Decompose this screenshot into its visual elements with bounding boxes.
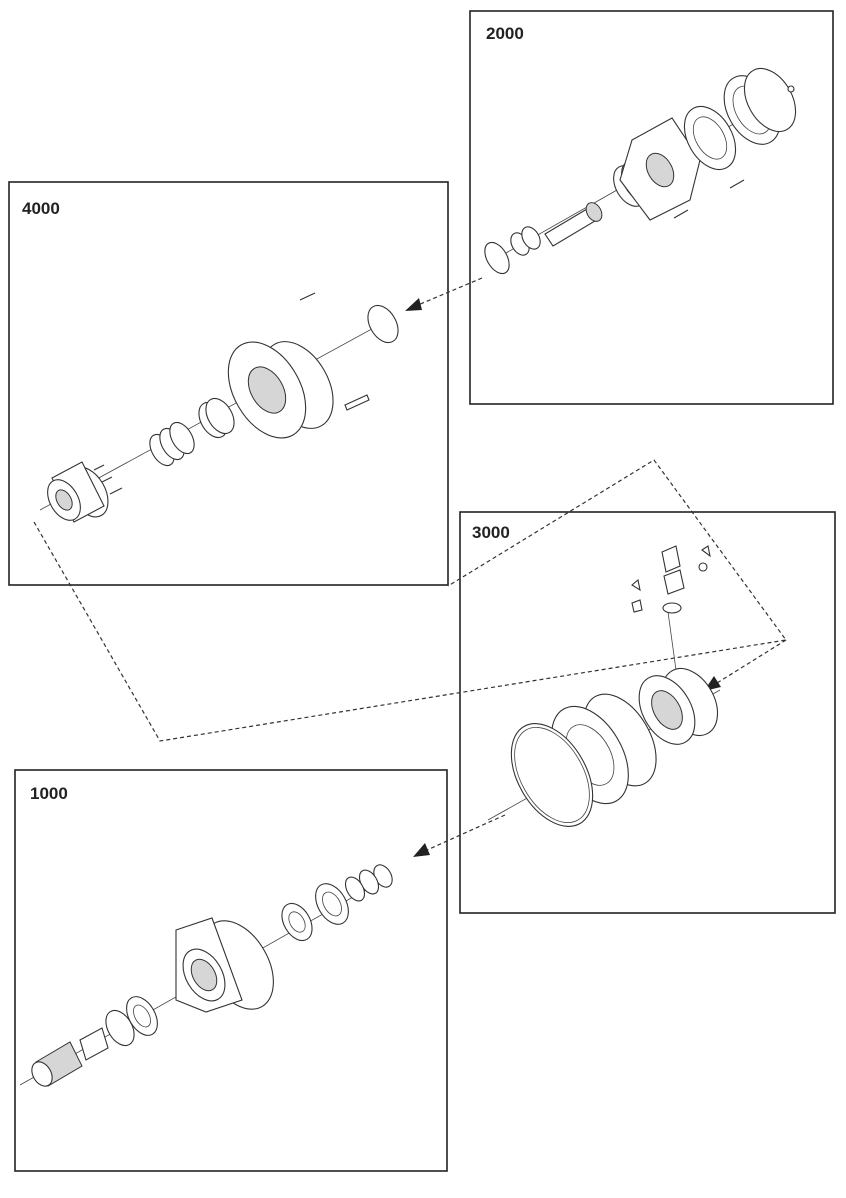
connector-2000-to-4000 <box>405 277 483 311</box>
bolt <box>109 487 123 495</box>
pin <box>631 578 641 592</box>
bolt <box>729 179 745 189</box>
section-3000-label: 3000 <box>472 523 510 542</box>
bolt <box>101 476 113 483</box>
seal-ring <box>521 226 541 250</box>
valve-plate <box>683 106 737 170</box>
pin <box>701 545 711 558</box>
arrow-head <box>413 843 430 857</box>
shaft-spline <box>585 202 603 222</box>
section-2000-frame <box>469 10 834 405</box>
screw <box>299 292 316 301</box>
spring <box>205 397 235 435</box>
cam-piece <box>663 569 685 595</box>
section-1000-label: 1000 <box>30 784 68 803</box>
assembly-3000-parts <box>487 545 721 827</box>
shaft-end <box>31 1061 53 1087</box>
hub-bore <box>651 690 683 730</box>
assembly-4000-parts <box>39 292 399 523</box>
section-4000: 4000 <box>8 181 449 586</box>
section-4000-frame <box>8 181 449 586</box>
washer <box>698 562 708 572</box>
section-4000-label: 4000 <box>22 199 60 218</box>
bolt <box>673 209 689 219</box>
seal-ring <box>169 421 195 455</box>
assembly-2000-parts <box>484 68 797 275</box>
assembly-1000-parts <box>19 864 393 1087</box>
bearing <box>281 902 313 942</box>
bolt <box>93 464 105 471</box>
section-2000: 2000 <box>469 10 834 405</box>
connector-3000-to-1000 <box>413 814 506 857</box>
section-2000-label: 2000 <box>486 24 524 43</box>
section-1000-frame <box>14 769 448 1172</box>
ring-clip <box>662 602 682 614</box>
housing-bore <box>645 152 675 188</box>
section-3000: 3000 <box>459 511 836 914</box>
bushing <box>631 599 643 613</box>
housing-bore <box>247 366 287 414</box>
section-3000-frame <box>459 511 836 914</box>
output-shaft <box>79 1027 109 1061</box>
screw <box>344 394 370 411</box>
seal-ring <box>344 876 366 902</box>
arrow-head <box>405 298 422 311</box>
seal <box>105 1009 135 1047</box>
section-1000: 1000 <box>14 769 448 1172</box>
cam-piece <box>661 545 681 573</box>
o-ring <box>367 304 399 344</box>
o-ring <box>484 241 510 275</box>
plug <box>787 85 795 93</box>
